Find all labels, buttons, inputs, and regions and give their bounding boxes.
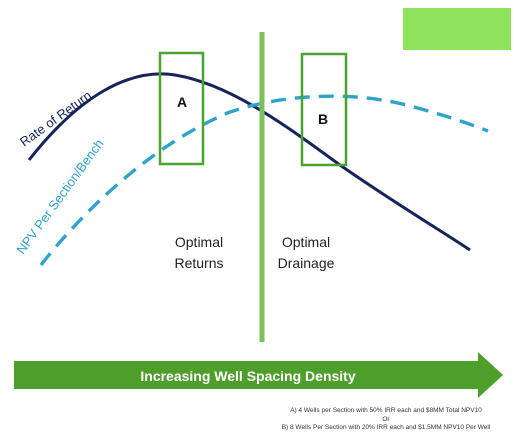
box-a-label: A bbox=[177, 94, 187, 110]
density-arrow-label: Increasing Well Spacing Density bbox=[140, 368, 355, 384]
box-b bbox=[300, 52, 348, 167]
optimal-returns-line1: Optimal bbox=[175, 234, 223, 250]
npv-label: NPV Per Section/Bench bbox=[13, 136, 106, 256]
box-a bbox=[158, 51, 205, 166]
optimal-drainage-line1: Optimal bbox=[282, 234, 330, 250]
optimal-drainage-line2: Drainage bbox=[278, 255, 335, 271]
density-arrow bbox=[14, 352, 503, 398]
rate-of-return-label: Rate of Return bbox=[17, 88, 94, 150]
optimal-returns-line2: Returns bbox=[174, 255, 223, 271]
npv-curve bbox=[39, 94, 489, 267]
rate-of-return-curve bbox=[27, 72, 471, 252]
footnote-line-or: Or bbox=[382, 415, 390, 423]
footnote-line-b: B) 8 Wells Per Section with 20% IRR each… bbox=[281, 424, 491, 432]
footnote: A) 4 Wells per Section with 50% IRR each… bbox=[262, 407, 510, 433]
footnote-line-a: A) 4 Wells per Section with 50% IRR each… bbox=[290, 407, 482, 414]
box-b-label: B bbox=[318, 111, 328, 127]
corner-color-patch bbox=[403, 8, 511, 50]
